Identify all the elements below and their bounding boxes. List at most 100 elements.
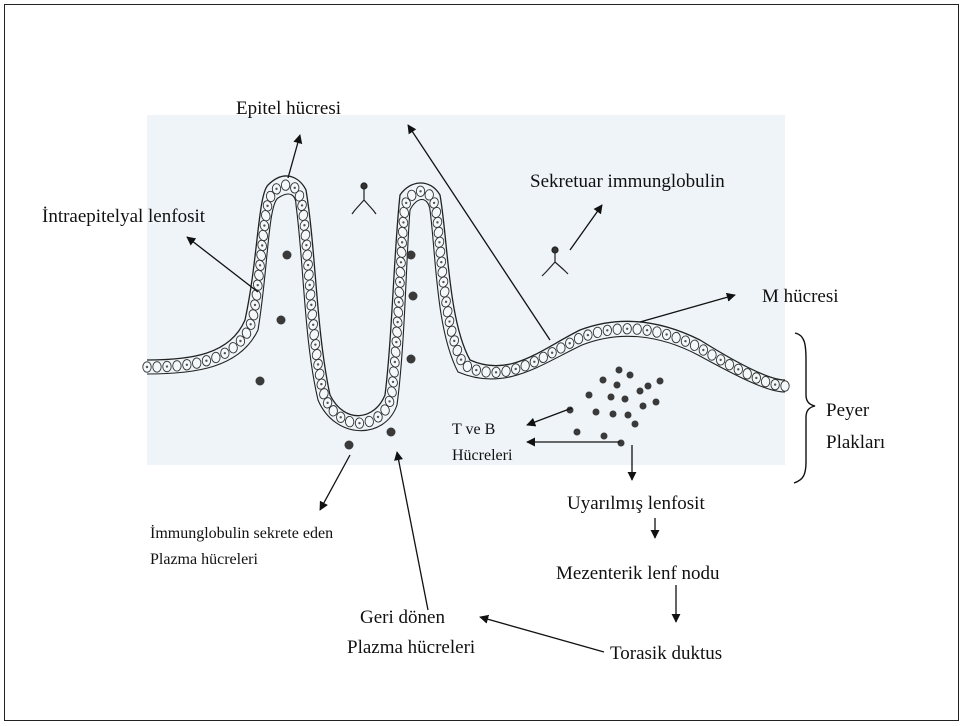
cell-nucleus: [257, 284, 259, 286]
epithelial-cell: [707, 350, 716, 361]
cell-nucleus: [266, 205, 268, 207]
cell-nucleus: [442, 281, 444, 283]
epithelial-cell: [761, 376, 769, 386]
cell-nucleus: [395, 341, 397, 343]
cell-nucleus: [186, 364, 188, 366]
cell-nucleus: [440, 261, 442, 263]
label-peyer-1: Peyer: [826, 399, 869, 423]
cell-nucleus: [475, 369, 477, 371]
cell-nucleus: [551, 352, 553, 354]
cell-nucleus: [294, 187, 296, 189]
arrow-to-geri-donen: [480, 617, 604, 652]
label-uyarilmis: Uyarılmış lenfosit: [567, 492, 705, 516]
cell-nucleus: [774, 383, 776, 385]
label-intraepitelyal: İntraepitelyal lenfosit: [42, 205, 205, 229]
cell-nucleus: [317, 363, 319, 365]
cell-nucleus: [438, 241, 440, 243]
cell-nucleus: [398, 301, 400, 303]
cell-nucleus: [261, 244, 263, 246]
cell-nucleus: [320, 383, 322, 385]
epithelial-cell: [173, 361, 181, 371]
epithelial-cell: [521, 360, 530, 371]
epithelial-cell: [613, 324, 622, 335]
cell-nucleus: [312, 324, 314, 326]
cell-nucleus: [719, 359, 721, 361]
cell-nucleus: [224, 352, 226, 354]
cell-nucleus: [314, 343, 316, 345]
cell-nucleus: [301, 204, 303, 206]
epithelial-cell: [593, 327, 602, 338]
epithelial-cell: [365, 416, 374, 427]
cell-nucleus: [396, 321, 398, 323]
cell-nucleus: [259, 264, 261, 266]
cell-nucleus: [254, 304, 256, 306]
epithelial-cell: [153, 362, 161, 372]
cell-nucleus: [310, 304, 312, 306]
cell-nucleus: [448, 320, 450, 322]
cell-nucleus: [436, 221, 438, 223]
cell-nucleus: [755, 377, 757, 379]
label-epitel: Epitel hücresi: [236, 97, 341, 121]
tissue-background: [147, 115, 785, 465]
cell-nucleus: [205, 360, 207, 362]
epithelial-cell: [229, 342, 238, 353]
cell-nucleus: [626, 328, 628, 330]
label-geri-1: Geri dönen: [360, 606, 445, 630]
cell-nucleus: [587, 334, 589, 336]
cell-nucleus: [394, 361, 396, 363]
epithelial-cell: [557, 343, 566, 354]
cell-nucleus: [453, 340, 455, 342]
cell-nucleus: [400, 261, 402, 263]
cell-nucleus: [399, 281, 401, 283]
label-torasik: Torasik duktus: [610, 642, 722, 666]
arrow-geri-donen-up: [397, 452, 428, 610]
cell-nucleus: [665, 333, 667, 335]
epithelial-cell: [574, 333, 583, 343]
cell-nucleus: [702, 349, 704, 351]
epithelial-cell: [672, 332, 681, 343]
cell-nucleus: [433, 202, 435, 204]
epithelial-cell: [633, 324, 642, 335]
cell-nucleus: [495, 371, 497, 373]
epithelial-cell: [652, 327, 661, 338]
epithelial-cell: [481, 366, 490, 377]
label-sekretuar: Sekretuar immunglobulin: [530, 170, 725, 194]
epithelial-cell: [192, 358, 200, 368]
epithelial-cell: [725, 359, 734, 370]
cell-nucleus: [377, 416, 379, 418]
epithelial-cell: [781, 381, 789, 391]
cell-nucleus: [263, 224, 265, 226]
cell-nucleus: [402, 221, 404, 223]
cell-nucleus: [646, 329, 648, 331]
cell-nucleus: [308, 284, 310, 286]
cell-nucleus: [303, 224, 305, 226]
peyer-bracket: [794, 333, 815, 483]
cell-nucleus: [275, 188, 277, 190]
label-immun-1: İmmunglobulin sekrete eden: [150, 522, 333, 546]
label-peyer-2: Plakları: [826, 431, 885, 455]
cell-nucleus: [392, 381, 394, 383]
epithelial-cell: [539, 352, 548, 363]
cell-nucleus: [419, 190, 421, 192]
cell-nucleus: [515, 368, 517, 370]
label-m-hucresi: M hücresi: [762, 285, 839, 309]
cell-nucleus: [340, 416, 342, 418]
epithelial-cell: [345, 416, 354, 427]
epithelial-cell: [212, 352, 221, 363]
cell-nucleus: [166, 365, 168, 367]
cell-nucleus: [405, 202, 407, 204]
epithelial-cell: [690, 340, 699, 351]
epithelial-cell: [281, 180, 289, 190]
label-tveb-1: T ve B: [452, 418, 495, 442]
cell-nucleus: [569, 342, 571, 344]
epithelial-cell: [329, 405, 338, 416]
cell-nucleus: [239, 340, 241, 342]
cell-nucleus: [606, 329, 608, 331]
label-immun-2: Plazma hücreleri: [150, 548, 258, 572]
label-tveb-2: Hücreleri: [452, 444, 512, 468]
cell-nucleus: [326, 402, 328, 404]
cell-nucleus: [305, 244, 307, 246]
cell-nucleus: [358, 422, 360, 424]
epithelial-cell: [743, 369, 752, 380]
